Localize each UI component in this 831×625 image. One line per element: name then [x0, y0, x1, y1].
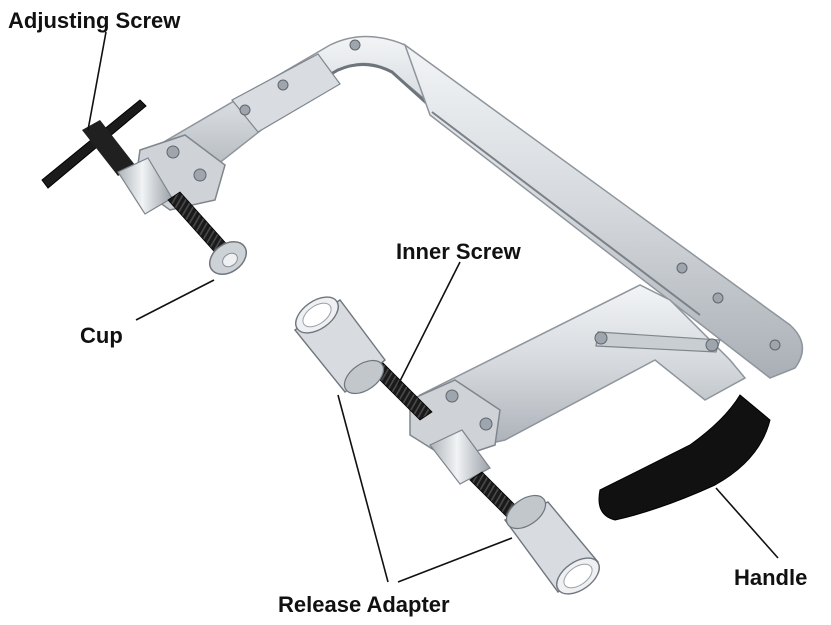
leader-inner-screw: [397, 261, 461, 386]
label-adjusting-screw: Adjusting Screw: [8, 8, 181, 33]
frame-top-plate: [231, 53, 341, 133]
frame-spine: [403, 42, 804, 379]
adjusting-screw-assembly: [41, 99, 247, 275]
label-release-adapter: Release Adapter: [278, 592, 450, 617]
leader-release-adapter-left: [337, 394, 389, 583]
leader-handle: [715, 487, 779, 559]
label-inner-screw: Inner Screw: [396, 239, 522, 264]
frame-top-inner-edge: [299, 63, 434, 110]
frame-rivets: [166, 39, 781, 351]
release-adapter-lower: [503, 494, 600, 595]
handle-grip: [598, 394, 771, 521]
t-handle-hub: [82, 120, 135, 176]
release-adapter-upper: [293, 296, 386, 395]
cup: [209, 241, 247, 275]
leader-adjusting-screw: [87, 31, 107, 131]
lower-jaw-block: [409, 379, 501, 461]
frame-spine-inner-edge: [431, 111, 701, 316]
label-handle: Handle: [734, 565, 807, 590]
leader-cup: [135, 279, 215, 321]
label-cup: Cup: [80, 323, 123, 348]
inner-collar: [429, 429, 491, 485]
c-frame: [134, 35, 804, 379]
leader-lines: [87, 31, 779, 583]
leader-release-adapter-right: [397, 537, 513, 583]
lower-lever: [409, 284, 771, 521]
